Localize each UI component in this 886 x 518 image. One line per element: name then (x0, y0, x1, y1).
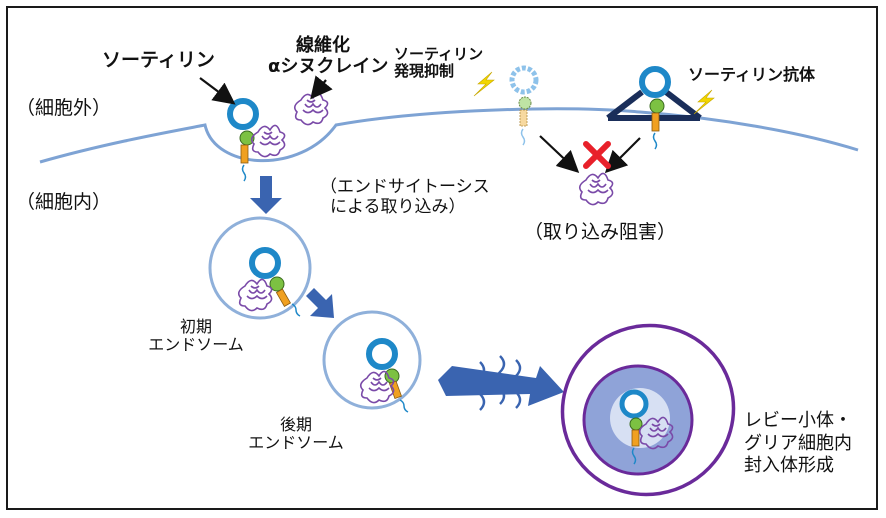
endocytosis-line1: （エンドサイトーシス (320, 177, 490, 197)
lightning-icon (473, 71, 495, 97)
early-endosome-line2: エンドソーム (148, 335, 244, 355)
lewy-body-line2: グリア細胞内 (744, 432, 852, 454)
early-endosome-line1: 初期 (179, 317, 212, 336)
endocytosis-label: （エンドサイトーシス による取り込み） (320, 177, 490, 217)
late-endosome-line1: 後期 (279, 415, 312, 434)
sortilin-suppression-label: ソーティリン 発現抑制 (394, 45, 484, 81)
fibril-label-line2: αシヌクレイン (268, 55, 389, 77)
lewy-body-label: レビー小体・ グリア細胞内 封入体形成 (744, 410, 852, 478)
synuclein-fibril-free (293, 92, 329, 126)
sortilin-suppression-line1: ソーティリン (394, 45, 484, 63)
synuclein-fibril-bound (250, 124, 286, 158)
fibril-label: 線維化 αシヌクレイン (268, 35, 389, 77)
intracellular-label: （細胞内） (16, 191, 112, 213)
blocked-arrow-left (539, 135, 580, 174)
pathway-arrow-2 (306, 288, 334, 318)
endocytosis-line2: による取り込み） (330, 196, 466, 217)
sortilin-suppressed (509, 65, 539, 146)
cross-icon (583, 141, 611, 169)
pathway-arrow-3 (438, 366, 564, 406)
fibril-label-line1: 線維化 (296, 35, 350, 56)
lightning-icon (693, 89, 715, 115)
late-endosome-line2: エンドソーム (248, 433, 344, 453)
sortilin-suppression-line2: 発現抑制 (394, 62, 455, 81)
early-endosome (208, 216, 312, 320)
inclusion-body (560, 323, 736, 497)
pointer-fibril (310, 75, 333, 100)
pointer-sortilin (199, 77, 236, 105)
cell-membrane (39, 107, 859, 164)
blocked-arrow-right (604, 137, 641, 174)
late-endosome-label: 後期 エンドソーム (236, 415, 356, 453)
lewy-body-line1: レビー小体・ (744, 410, 852, 431)
pathway-arrow-1 (250, 176, 282, 214)
synuclein-fibril-blocked (578, 172, 614, 206)
sortilin-receptor-surface (227, 98, 259, 182)
extracellular-label: （細胞外） (16, 97, 112, 119)
lewy-body-line3: 封入体形成 (744, 455, 834, 476)
sortilin-antibody-complex (606, 66, 702, 150)
figure-border (6, 6, 878, 510)
antibody-label: ソーティリン抗体 (688, 65, 816, 84)
sortilin-label: ソーティリン (102, 49, 215, 71)
inhibition-label: （取り込み阻害） (524, 221, 677, 243)
late-endosome (322, 310, 422, 413)
early-endosome-label: 初期 エンドソーム (136, 317, 256, 355)
